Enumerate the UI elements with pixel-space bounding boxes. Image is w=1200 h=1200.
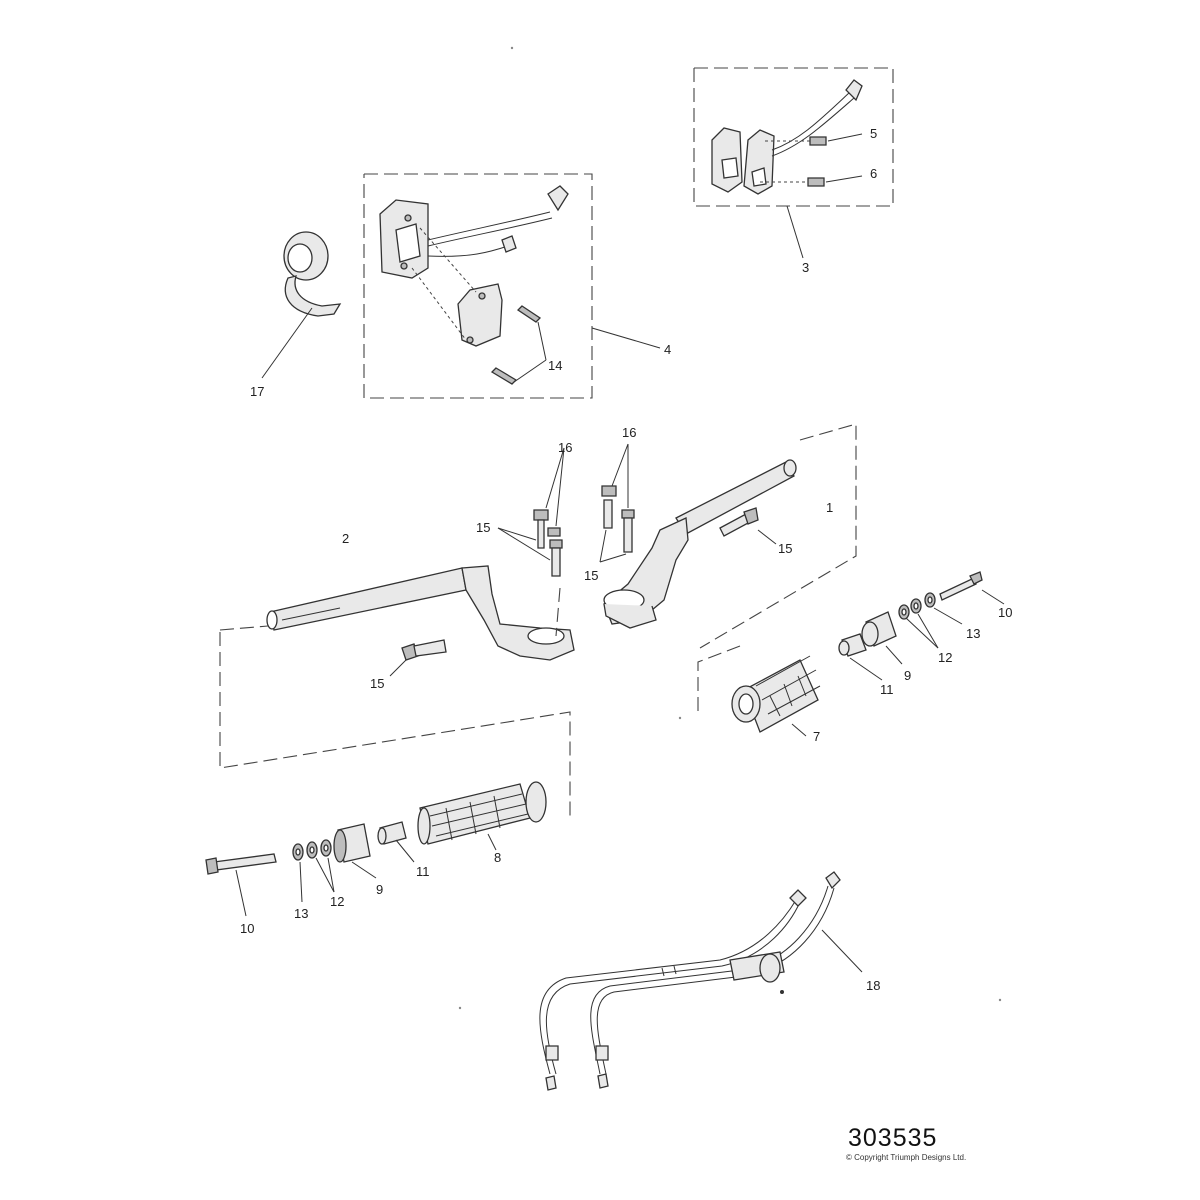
throttle-cables-18 <box>539 871 863 1091</box>
callout-15-left-pair: 15 <box>476 520 490 535</box>
callout-6: 6 <box>870 166 877 181</box>
callout-14: 14 <box>548 358 562 373</box>
callout-15-right-pair: 15 <box>584 568 598 583</box>
callout-9-left: 9 <box>376 882 383 897</box>
callout-13-left: 13 <box>294 906 308 921</box>
mounting-bolts-right <box>599 443 777 563</box>
callout-15-right-side: 15 <box>778 541 792 556</box>
callout-15-left-bottom: 15 <box>370 676 384 691</box>
switch-assembly-3 <box>693 67 894 259</box>
callout-16-left: 16 <box>558 440 572 455</box>
callout-labels: 1 2 3 4 5 6 7 8 9 9 10 10 11 11 12 12 13… <box>240 126 1012 993</box>
callout-13-right: 13 <box>966 626 980 641</box>
callout-10-right: 10 <box>998 605 1012 620</box>
callout-7: 7 <box>813 729 820 744</box>
right-clip-on-handlebar-1 <box>603 423 857 649</box>
callout-9-right: 9 <box>904 668 911 683</box>
callout-3: 3 <box>802 260 809 275</box>
switch-housing-assembly-4 <box>363 173 661 399</box>
copyright-notice: © Copyright Triumph Designs Ltd. <box>846 1153 966 1162</box>
callout-5: 5 <box>870 126 877 141</box>
callout-8: 8 <box>494 850 501 865</box>
callout-12-left: 12 <box>330 894 344 909</box>
left-bar-assembly-outline <box>219 632 571 820</box>
callout-11-right: 11 <box>880 682 894 697</box>
callout-11-left: 11 <box>416 864 430 879</box>
callout-10-left: 10 <box>240 921 254 936</box>
left-clip-on-handlebar-2 <box>219 565 575 661</box>
left-bar-end-assembly <box>205 781 547 917</box>
callout-2: 2 <box>342 531 349 546</box>
diagram-reference-code: 303535 <box>848 1124 937 1152</box>
callout-1: 1 <box>826 500 833 515</box>
callout-16-right: 16 <box>622 425 636 440</box>
callout-12-right: 12 <box>938 650 952 665</box>
scan-specks <box>458 46 1002 1010</box>
right-bar-end-assembly <box>697 571 1005 737</box>
callout-17: 17 <box>250 384 264 399</box>
mounting-bolts-left <box>389 447 565 677</box>
callout-4: 4 <box>664 342 671 357</box>
callout-18: 18 <box>866 978 880 993</box>
throttle-pulley-17 <box>261 231 342 379</box>
